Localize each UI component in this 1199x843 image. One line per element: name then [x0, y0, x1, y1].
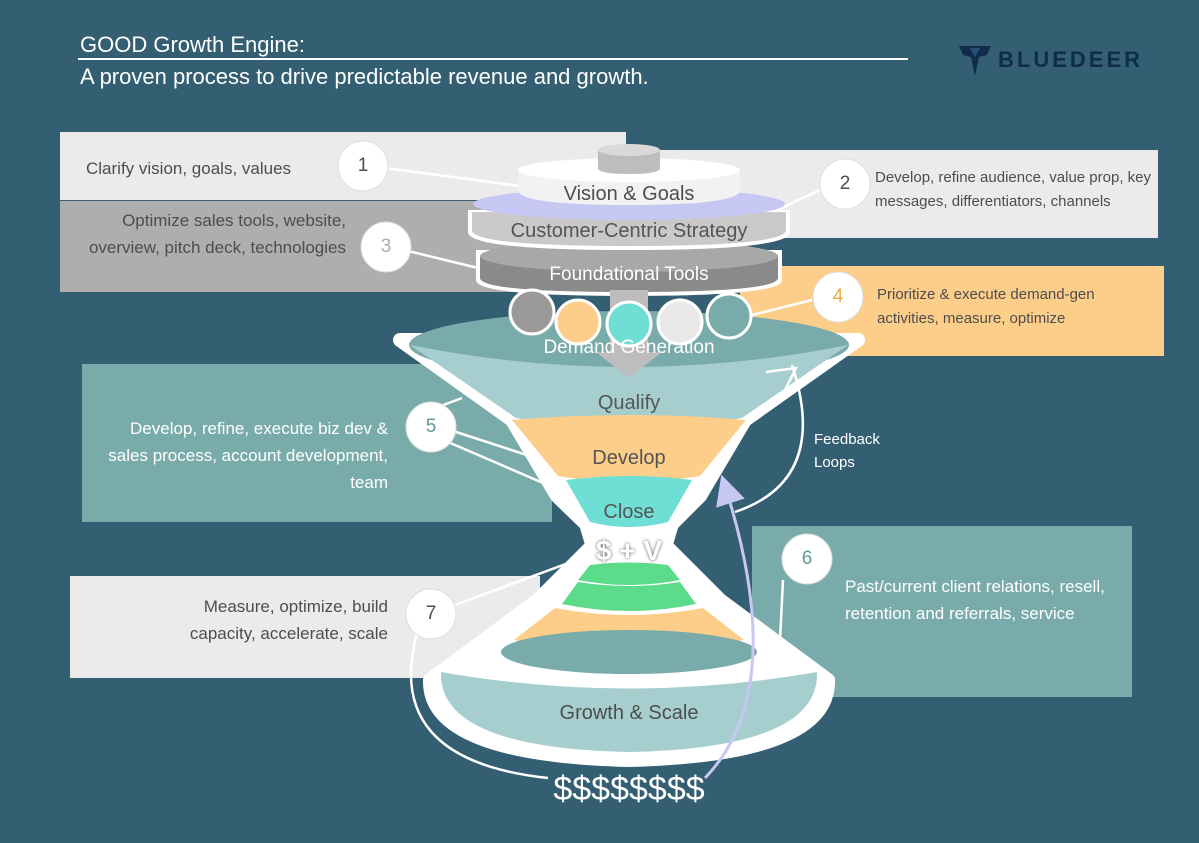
foundational-tools-label: Foundational Tools: [549, 264, 709, 285]
cyan-ball: [605, 300, 653, 348]
feedback-arrowhead-1: [765, 366, 799, 397]
step-2-number: 2: [839, 173, 851, 194]
step-6-number: 6: [801, 548, 813, 569]
green-small-layer: [578, 562, 680, 585]
step-5-text: Develop, refine, execute biz dev & sales…: [108, 419, 388, 492]
qualify-label: Qualify: [597, 392, 661, 414]
step-5-circle: [405, 401, 457, 453]
connector-3: [403, 248, 479, 270]
growth-scale-layer: [440, 672, 818, 752]
step-4-text: Prioritize & execute demand-gen activiti…: [877, 286, 1095, 327]
title-divider: [78, 58, 908, 60]
step-4-number: 4: [832, 286, 844, 307]
close-label: Close: [603, 501, 655, 523]
develop-layer: [512, 415, 746, 482]
deer-shield-icon: [959, 46, 991, 76]
step-3-circle: [360, 221, 412, 273]
step-7-text: Measure, optimize, build capacity, accel…: [189, 597, 388, 643]
step-1-number: 1: [357, 155, 369, 176]
page-title: GOOD Growth Engine:: [80, 32, 305, 57]
step-number-circles: [337, 140, 871, 640]
step-4-circle: [812, 271, 864, 323]
step-1-circle: [337, 140, 389, 192]
step-3-text: Optimize sales tools, website, overview,…: [88, 211, 346, 257]
top-cap: [598, 150, 660, 174]
value-neck: [580, 528, 678, 562]
teal-ring: [501, 630, 757, 674]
page-subtitle: A proven process to drive predictable re…: [80, 64, 649, 89]
step-7-number: 7: [425, 603, 437, 624]
step-5-number: 5: [425, 416, 437, 437]
feedback-loop-arrow-1: [734, 364, 805, 514]
develop-label: Develop: [592, 447, 666, 469]
brand-logo: BLUEDEER: [958, 42, 1143, 78]
feedback-loop-arrow-2: [703, 474, 755, 780]
teal-ball: [705, 292, 753, 340]
growth-loop-arrow: [409, 629, 549, 780]
customer-strategy-layer: [472, 212, 786, 246]
step-7-circle: [405, 588, 457, 640]
top-cap-lid: [598, 144, 660, 156]
growth-scale-label: Growth & Scale: [559, 702, 699, 724]
green-layer: [562, 582, 696, 611]
step-3-number: 3: [380, 236, 392, 257]
step-6-circle: [781, 533, 833, 585]
demand-balls: [508, 288, 753, 348]
connector-4: [751, 298, 813, 317]
demand-generation-label: Demand Generation: [543, 337, 715, 358]
connector-6: [778, 579, 785, 641]
customer-strategy-label: Customer-Centric Strategy: [510, 220, 748, 242]
dollar-value-label: $ + V: [595, 535, 663, 566]
orange-ball: [554, 298, 602, 346]
gray-ball: [508, 288, 556, 336]
vision-goals-label: Vision & Goals: [563, 183, 695, 205]
connector-1: [384, 166, 521, 188]
qualify-layer: [410, 345, 848, 429]
light-ball: [656, 298, 704, 346]
step-2-text: Develop, refine audience, value prop, ke…: [875, 169, 1152, 210]
close-layer: [566, 476, 692, 527]
feedback-loops-label: Feedback Loops: [814, 431, 880, 471]
logo-text: BLUEDEER: [998, 47, 1144, 72]
revenue-label: $$$$$$$$: [553, 770, 705, 808]
step-6-text: Past/current client relations, resell, r…: [845, 577, 1105, 623]
step-2-circle: [819, 158, 871, 210]
connector-5b: [449, 428, 537, 460]
step-1-text: Clarify vision, goals, values: [86, 159, 292, 178]
